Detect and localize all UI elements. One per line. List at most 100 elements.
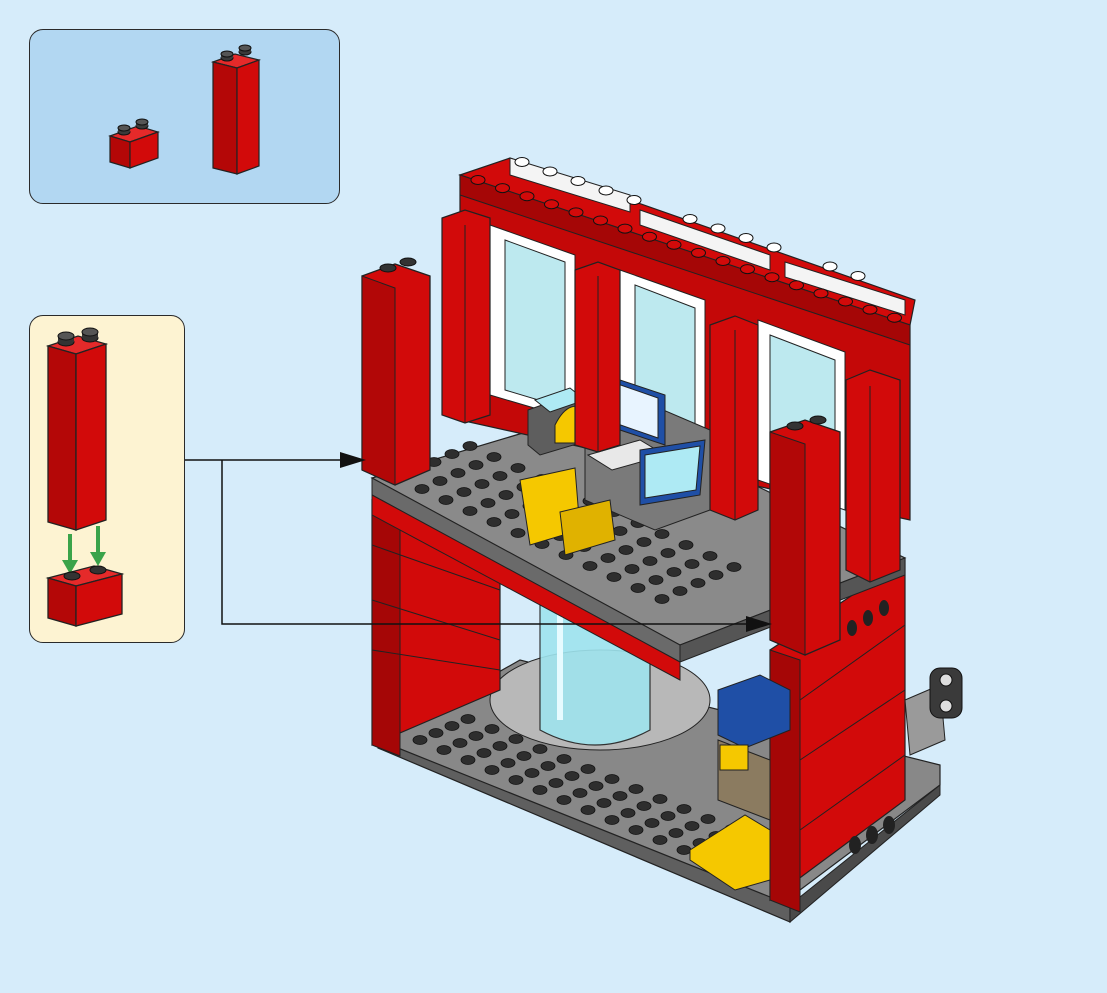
stud <box>461 756 475 765</box>
stud <box>863 305 877 314</box>
stud <box>677 846 691 855</box>
stud <box>517 752 531 761</box>
stud <box>627 196 641 205</box>
stud <box>599 186 613 195</box>
stud <box>703 552 717 561</box>
stud <box>739 234 753 243</box>
stud <box>629 785 643 794</box>
stud <box>669 829 683 838</box>
pillar-front-middle <box>710 316 758 520</box>
pillar-front-left-new <box>362 258 430 485</box>
stud <box>790 281 804 290</box>
stud <box>618 224 632 233</box>
pillar-back-left <box>442 210 490 423</box>
stud <box>594 216 608 225</box>
stud <box>685 560 699 569</box>
stud <box>613 792 627 801</box>
stud <box>533 786 547 795</box>
stud <box>569 208 583 217</box>
stud <box>716 257 730 266</box>
stud <box>499 491 513 500</box>
stud <box>851 272 865 281</box>
stud <box>437 746 451 755</box>
stud <box>677 805 691 814</box>
stud <box>505 510 519 519</box>
stud <box>571 177 585 186</box>
stud <box>496 184 510 193</box>
stud <box>661 812 675 821</box>
stud <box>520 192 534 201</box>
stud <box>727 563 741 572</box>
stud <box>667 240 681 249</box>
stud <box>573 789 587 798</box>
stud <box>487 453 501 462</box>
stud <box>439 496 453 505</box>
stud <box>685 822 699 831</box>
stud <box>461 715 475 724</box>
stud <box>691 579 705 588</box>
stud <box>767 243 781 252</box>
stud <box>413 736 427 745</box>
stud <box>655 530 669 539</box>
stud <box>605 816 619 825</box>
stud <box>613 527 627 536</box>
stud <box>453 739 467 748</box>
stud <box>823 262 837 271</box>
stud <box>645 819 659 828</box>
stud <box>673 587 687 596</box>
stud <box>601 554 615 563</box>
stud <box>543 167 557 176</box>
pillar-middle <box>575 262 620 452</box>
stud <box>545 200 559 209</box>
stud <box>549 779 563 788</box>
stud <box>589 782 603 791</box>
stud <box>605 775 619 784</box>
stud <box>667 568 681 577</box>
stud <box>643 557 657 566</box>
stud <box>597 799 611 808</box>
stud <box>509 735 523 744</box>
stud <box>631 584 645 593</box>
side-connector <box>905 668 962 755</box>
stud <box>515 158 529 167</box>
stud <box>485 766 499 775</box>
stud <box>653 836 667 845</box>
stud <box>445 450 459 459</box>
stud <box>477 749 491 758</box>
stud <box>621 809 635 818</box>
stud <box>661 549 675 558</box>
stud <box>493 472 507 481</box>
stud <box>415 485 429 494</box>
stud <box>839 297 853 306</box>
stud <box>475 480 489 489</box>
stud <box>485 725 499 734</box>
stud <box>583 562 597 571</box>
stud <box>463 442 477 451</box>
stud <box>619 546 633 555</box>
stud <box>541 762 555 771</box>
stud <box>637 802 651 811</box>
pillar-front-right-new <box>770 416 840 655</box>
stud <box>557 796 571 805</box>
stud <box>581 806 595 815</box>
stud <box>607 573 621 582</box>
stud <box>814 289 828 298</box>
stud <box>469 732 483 741</box>
stud <box>637 538 651 547</box>
stud <box>469 461 483 470</box>
stud <box>741 265 755 274</box>
stud <box>565 772 579 781</box>
stud <box>511 529 525 538</box>
stud <box>457 488 471 497</box>
stud <box>629 826 643 835</box>
stud <box>445 722 459 731</box>
arrow-upper-floor-pillar <box>185 452 366 468</box>
stud <box>509 776 523 785</box>
stud <box>481 499 495 508</box>
stud <box>493 742 507 751</box>
stud <box>649 576 663 585</box>
stud <box>429 729 443 738</box>
stud <box>709 571 723 580</box>
stud <box>511 464 525 473</box>
